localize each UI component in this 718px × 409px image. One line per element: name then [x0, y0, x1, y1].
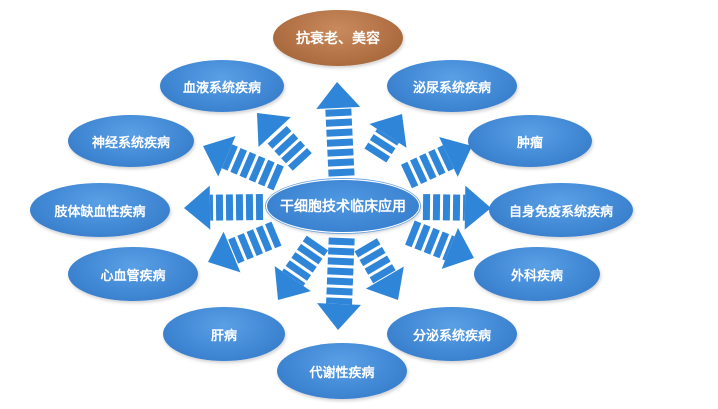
arrow-to-surgical	[405, 220, 474, 269]
arrow-to-tumor	[400, 137, 472, 189]
node-anti-aging: 抗衰老、美容	[273, 10, 403, 66]
node-urinary-diseases: 泌尿系统疾病	[387, 60, 517, 112]
arrow-to-metabolic	[317, 237, 362, 330]
node-surgical-diseases: 外科疾病	[474, 247, 600, 301]
arrow-to-autoimmune	[422, 185, 491, 230]
arrow-to-anti-aging	[316, 82, 361, 177]
arrow-to-nervous	[203, 136, 284, 191]
arrow-to-urinary	[364, 114, 407, 163]
arrow-to-liver	[274, 235, 329, 300]
node-endocrine-diseases: 分泌系统疾病	[387, 307, 517, 361]
node-nervous-diseases: 神经系统疾病	[68, 115, 194, 167]
node-liver-disease: 肝病	[163, 307, 285, 361]
node-center-stem-cell: 干细胞技术临床应用	[266, 179, 420, 233]
node-metabolic-diseases: 代谢性疾病	[277, 343, 407, 399]
node-tumor: 肿瘤	[468, 115, 592, 167]
arrow-to-blood	[257, 113, 312, 171]
arrow-to-endocrine	[354, 238, 404, 300]
node-limb-ischemic-diseases: 肢体缺血性疾病	[30, 183, 170, 237]
node-cardiovascular-diseases: 心血管疾病	[68, 247, 198, 301]
node-blood-diseases: 血液系统疾病	[160, 60, 284, 112]
node-autoimmune-diseases: 自身免疫系统疾病	[489, 183, 633, 237]
arrow-to-limb	[184, 185, 264, 230]
arrow-to-cardiovascular	[208, 221, 282, 273]
